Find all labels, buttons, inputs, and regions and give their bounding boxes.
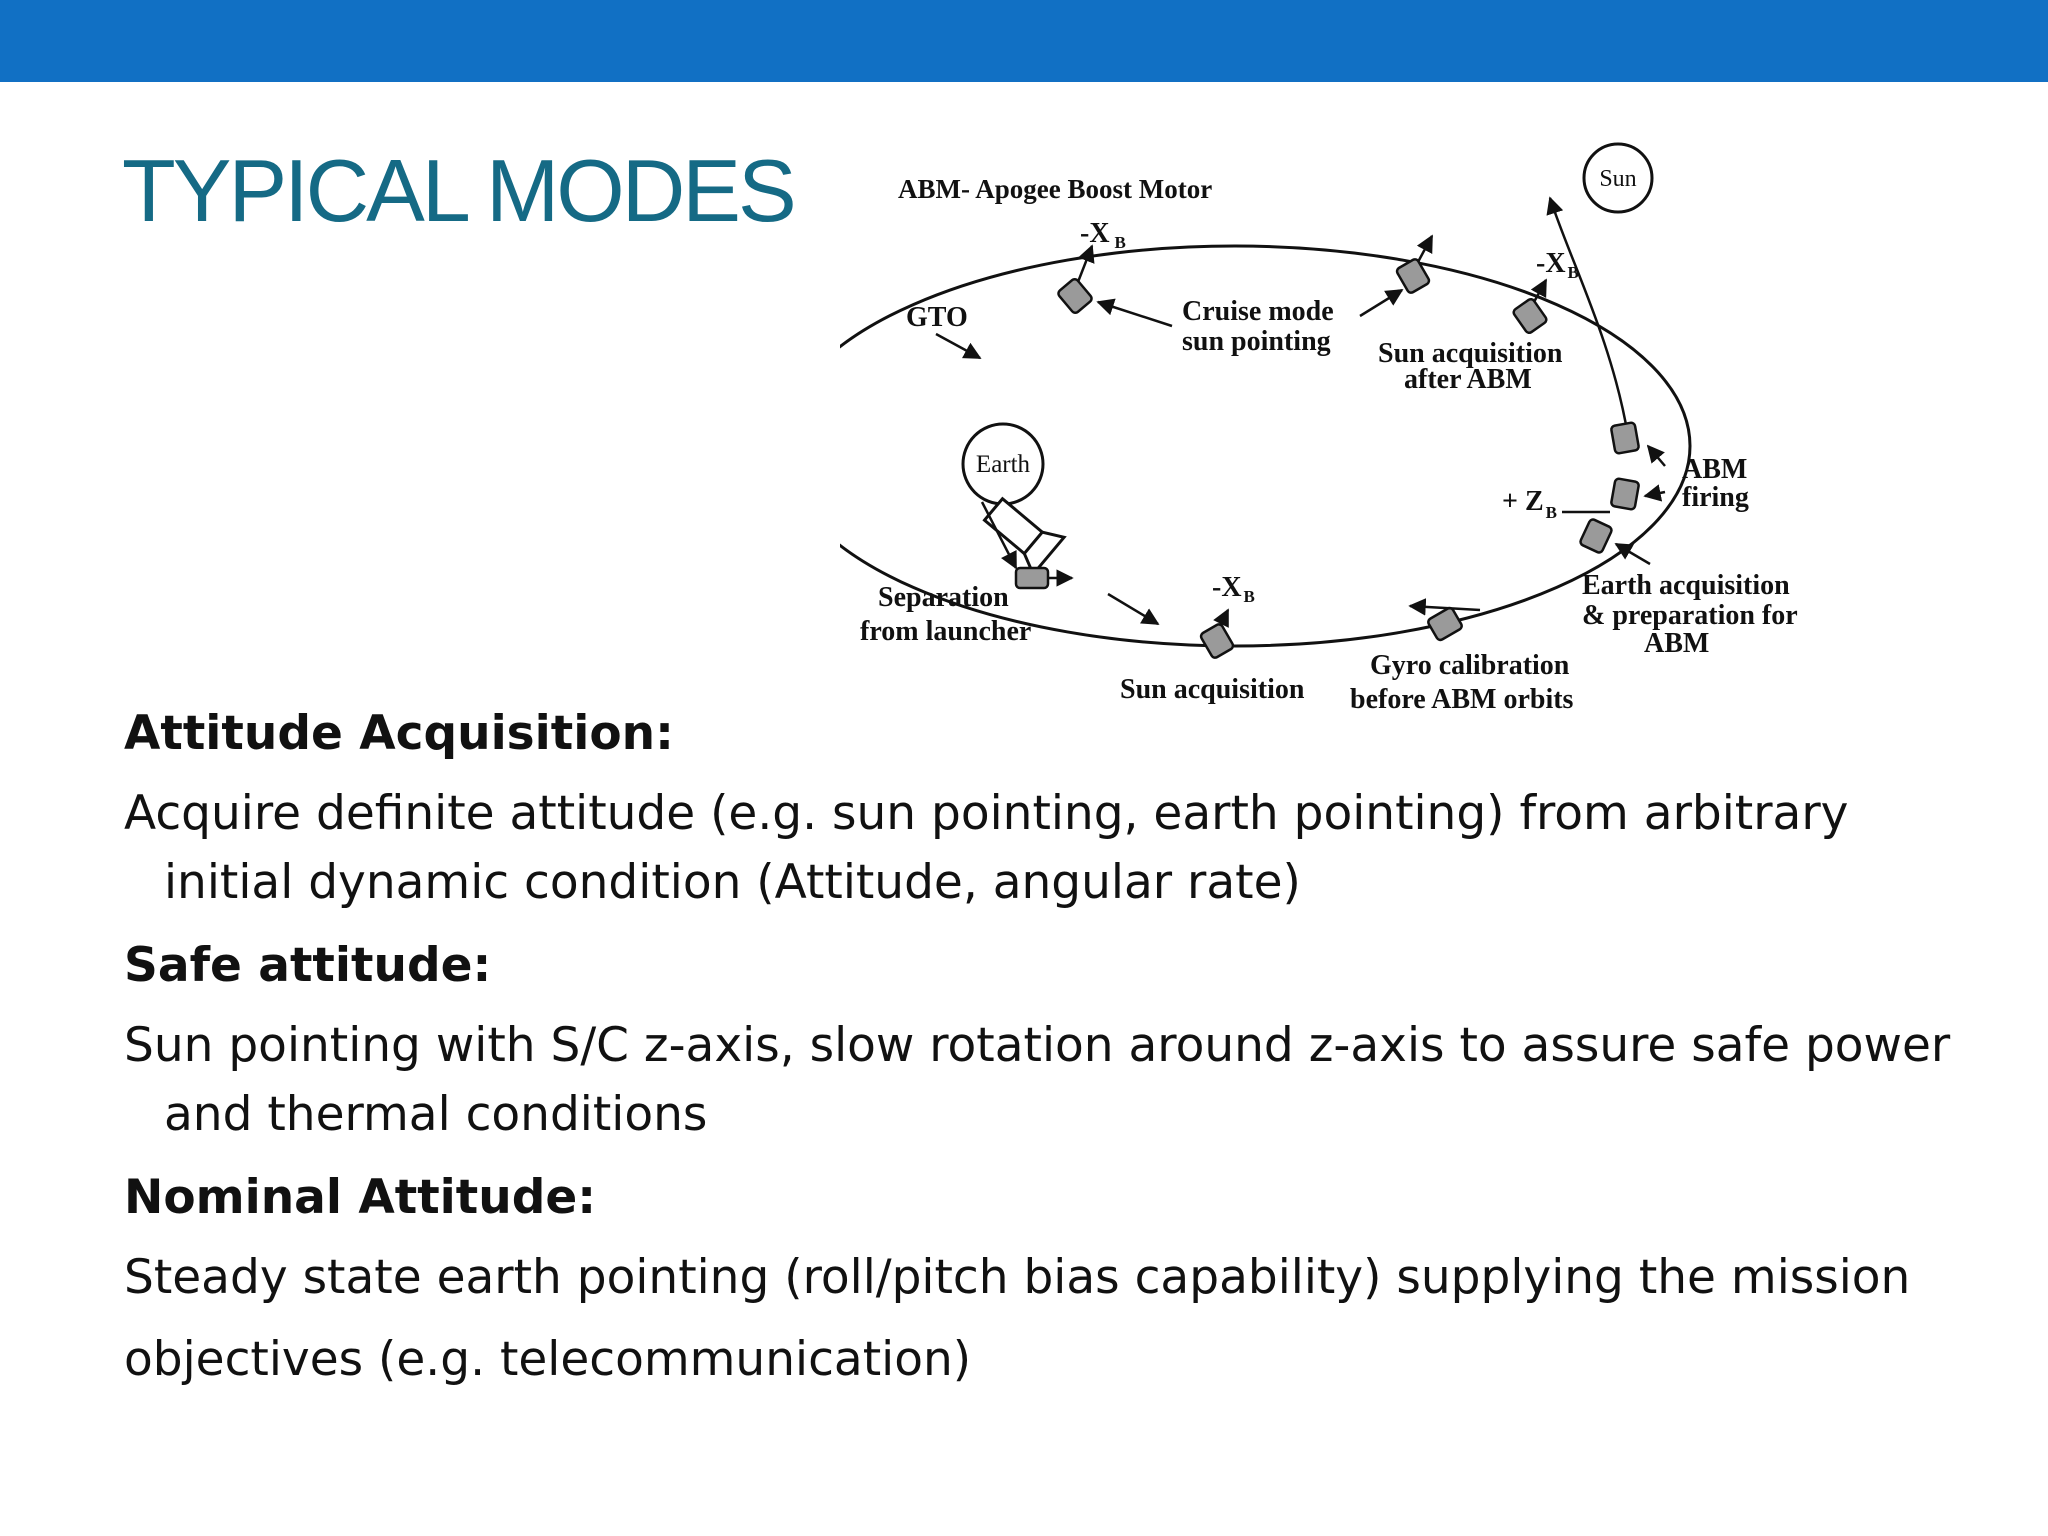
gyro-line2: before ABM orbits — [1350, 684, 1574, 715]
arrow-sun-acq-xb — [1213, 608, 1230, 629]
gto-orbit — [840, 244, 1692, 648]
spacecraft-separation — [1014, 566, 1050, 590]
sun-acq-after-abm-line1: Sun acquisition — [1378, 338, 1563, 369]
spacecraft-cruise — [1057, 277, 1093, 315]
arrow-abm-firing-1 — [1646, 444, 1666, 467]
spacecraft-gyro — [1427, 606, 1463, 642]
text-nominal-attitude-line1: Steady state earth pointing (roll/pitch … — [124, 1250, 1911, 1305]
launcher-icon — [982, 496, 1067, 577]
earth-acq-line2: & preparation for — [1582, 600, 1798, 631]
spacecraft-earth-acq — [1579, 518, 1613, 554]
text-attitude-acquisition-line1: Acquire definite attitude (e.g. sun poin… — [124, 786, 1849, 841]
text-nominal-attitude-line2: objectives (e.g. telecommunication) — [124, 1332, 972, 1387]
cruise-label-line2: sun pointing — [1182, 326, 1331, 357]
arrow-gto — [935, 332, 982, 360]
heading-nominal-attitude: Nominal Attitude: — [124, 1170, 597, 1225]
arrow-separation-flow — [1107, 592, 1160, 626]
spacecraft-sun-acq — [1199, 623, 1235, 659]
gto-label: GTO — [906, 302, 968, 333]
gyro-line1: Gyro calibration — [1370, 650, 1570, 681]
spacecraft-top — [1395, 258, 1431, 294]
text-attitude-acquisition-line2: initial dynamic condition (Attitude, ang… — [164, 855, 1301, 910]
spacecraft-abm-1 — [1610, 421, 1640, 455]
cruise-label-line1: Cruise mode — [1182, 296, 1334, 327]
arrow-separation-earth — [980, 501, 1018, 570]
slide-title: TYPICAL MODES — [122, 141, 797, 240]
orbit-diagram: Sun Earth ABM — [840, 142, 1798, 715]
sun-acq-after-abm-line2: after ABM — [1404, 364, 1532, 395]
arrow-after-abm-xb — [1530, 278, 1548, 303]
sun-acquisition-label: Sun acquisition — [1120, 674, 1305, 705]
sun-icon — [1582, 142, 1654, 214]
separation-line2: from launcher — [860, 616, 1031, 647]
heading-safe-attitude: Safe attitude: — [124, 938, 492, 993]
abm-firing-line2: firing — [1682, 482, 1749, 513]
text-safe-attitude-line2: and thermal conditions — [164, 1087, 708, 1142]
earth-label: Earth — [976, 451, 1031, 478]
abm-firing-line1: ABM — [1682, 454, 1747, 485]
heading-attitude-acquisition: Attitude Acquisition: — [124, 706, 674, 761]
arrow-top-xb — [1416, 234, 1434, 263]
arrow-cruise-to-top — [1359, 288, 1404, 318]
arrow-cruise-pointer — [1096, 298, 1173, 328]
text-safe-attitude-line1: Sun pointing with S/C z-axis, slow rotat… — [124, 1018, 1951, 1073]
abm-note: ABM- Apogee Boost Motor — [898, 174, 1212, 204]
earth-acq-line3: ABM — [1644, 628, 1709, 659]
spacecraft-sun-after-abm — [1512, 297, 1548, 335]
arrow-earth-acq — [1614, 542, 1651, 566]
arrow-gyro-flow — [1408, 598, 1481, 616]
arrow-abm-firing-2 — [1643, 484, 1666, 502]
arrow-cruise-xb — [1076, 244, 1095, 283]
sun-transfer-path — [1546, 196, 1630, 437]
spacecraft-abm-2 — [1610, 477, 1640, 511]
separation-line1: Separation — [878, 582, 1009, 613]
earth-acq-line1: Earth acquisition — [1582, 570, 1790, 601]
top-accent-bar — [0, 0, 2048, 82]
sun-label: Sun — [1599, 166, 1636, 192]
